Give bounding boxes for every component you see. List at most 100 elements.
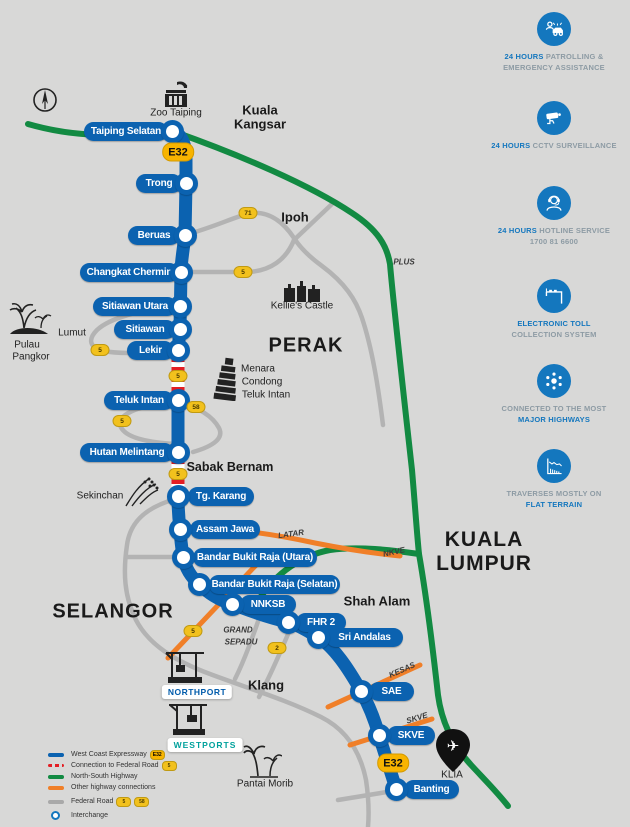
legend-swatch-red-dash <box>48 764 64 767</box>
legend-label: Connection to Federal Road <box>71 762 159 769</box>
map-label: Kangsar <box>233 116 287 132</box>
northport-crane-icon <box>165 652 204 683</box>
kellies-castle-icon <box>284 281 320 302</box>
feature-text-line: EMERGENCY ASSISTANCE <box>503 62 605 72</box>
feature-text-line: 1700 81 6600 <box>529 236 579 246</box>
hotline-headset-icon <box>537 186 571 220</box>
legend-row: Other highway connections <box>48 782 228 793</box>
feature-text-line: TRAVERSES MOSTLY ON <box>506 489 602 498</box>
route-number-badge: 5 <box>183 625 203 637</box>
legend-label: Other highway connections <box>71 784 156 791</box>
interchange-pill: Teluk Intan <box>104 391 174 410</box>
map-label: KUALA <box>444 528 524 551</box>
legend-swatch-orange <box>48 785 64 790</box>
interchange-pill: Banting <box>404 780 459 799</box>
route-number-badge: 71 <box>238 207 258 219</box>
route-number-badge: 5 <box>233 266 253 278</box>
klia-pin-icon: ✈ <box>436 729 470 772</box>
interchange-pill: Taiping Selatan <box>84 122 168 141</box>
legend-badge: E32 <box>149 749 165 760</box>
interchange-pill: NNKSB <box>240 595 296 614</box>
map-label: NORTHPORT <box>161 685 233 699</box>
e32-route-badge: E32 <box>162 142 194 162</box>
map-label: Pangkor <box>12 351 50 363</box>
interchange-pill: Beruas <box>128 226 180 245</box>
map-label: Pantai Morib <box>236 778 294 790</box>
interchange-marker <box>173 223 197 247</box>
interchange-marker <box>367 723 391 747</box>
feature-patrolling: 24 HOURS PATROLLING &EMERGENCY ASSISTANC… <box>476 12 630 73</box>
route-number-badge: 5 <box>90 344 110 356</box>
pantai-morib-icon <box>243 745 282 778</box>
sekinchan-paddy-icon <box>125 477 159 507</box>
map-label: Lumut <box>58 327 86 339</box>
interchange-marker <box>220 592 244 616</box>
map-label: WESTPORTS <box>167 738 243 752</box>
interchange-marker <box>166 484 190 508</box>
map-label: Condong <box>241 376 283 388</box>
interchange-marker <box>187 572 211 596</box>
legend-swatch-circle <box>51 811 60 820</box>
interchange-pill: Sri Andalas <box>326 628 403 647</box>
map-label: Teluk Intan <box>241 389 291 401</box>
interchange-pill: Changkat Chermin <box>80 263 179 282</box>
map-label: Kellie's Castle <box>270 300 334 312</box>
route-number-badge: 2 <box>267 642 287 654</box>
feature-text-line: ELECTRONIC TOLL <box>517 319 591 328</box>
interchange-marker <box>384 777 408 801</box>
legend-row: Interchange <box>48 810 228 821</box>
map-label: Zoo Taiping <box>150 107 202 119</box>
legend-row: North-South Highway <box>48 771 228 782</box>
route-number-badge: 5 <box>112 415 132 427</box>
legend-badge: 5 <box>161 760 177 771</box>
feature-cctv: 24 HOURS CCTV SURVEILLANCE <box>476 101 630 152</box>
svg-text:✈: ✈ <box>447 737 460 755</box>
interchange-pill: SAE <box>369 682 414 701</box>
map-label: Sekinchan <box>76 490 124 502</box>
legend-swatch-gray <box>48 799 64 804</box>
highway-network-icon <box>537 364 571 398</box>
interchange-marker <box>169 260 193 284</box>
interchange-marker <box>174 171 198 195</box>
toll-gantry-icon <box>537 279 571 313</box>
route-number-badge: 58 <box>186 401 206 413</box>
feature-text-line: 24 HOURS PATROLLING & <box>504 52 604 61</box>
interchange-marker <box>168 517 192 541</box>
pulau-pangkor-icon <box>9 302 52 334</box>
feature-text-line: COLLECTION SYSTEM <box>511 329 597 339</box>
map-label: Menara <box>241 363 275 375</box>
interchange-pill: Sitiawan <box>114 320 176 339</box>
feature-text-line: MAJOR HIGHWAYS <box>517 414 591 424</box>
map-label: KLIA <box>441 769 463 781</box>
westports-crane-icon <box>169 704 207 735</box>
menara-condong-icon <box>213 357 237 401</box>
interchange-marker <box>349 679 373 703</box>
feature-text-line: FLAT TERRAIN <box>525 499 583 509</box>
interchange-pill: Bandar Bukit Raja (Selatan) <box>209 575 340 594</box>
map-label: Klang <box>247 677 285 693</box>
compass-icon <box>33 88 57 112</box>
map-label: Ipoh <box>281 209 309 225</box>
cctv-camera-icon <box>537 101 571 135</box>
map-label: LUMPUR <box>436 552 532 575</box>
interchange-pill: SKVE <box>387 726 435 745</box>
feature-text-line: 24 HOURS CCTV SURVEILLANCE <box>491 141 617 150</box>
interchange-marker <box>171 545 195 569</box>
route-number-badge: 5 <box>168 468 188 480</box>
interchange-pill: Bandar Bukit Raja (Utara) <box>193 548 317 567</box>
legend-swatch-green <box>48 774 64 779</box>
interchange-marker <box>166 440 190 464</box>
interchange-marker <box>160 119 184 143</box>
interchange-pill: Trong <box>136 174 182 193</box>
legend-label: Interchange <box>71 812 108 819</box>
interchange-pill: Lekir <box>127 341 174 360</box>
interchange-pill: Hutan Melintang <box>80 443 174 462</box>
